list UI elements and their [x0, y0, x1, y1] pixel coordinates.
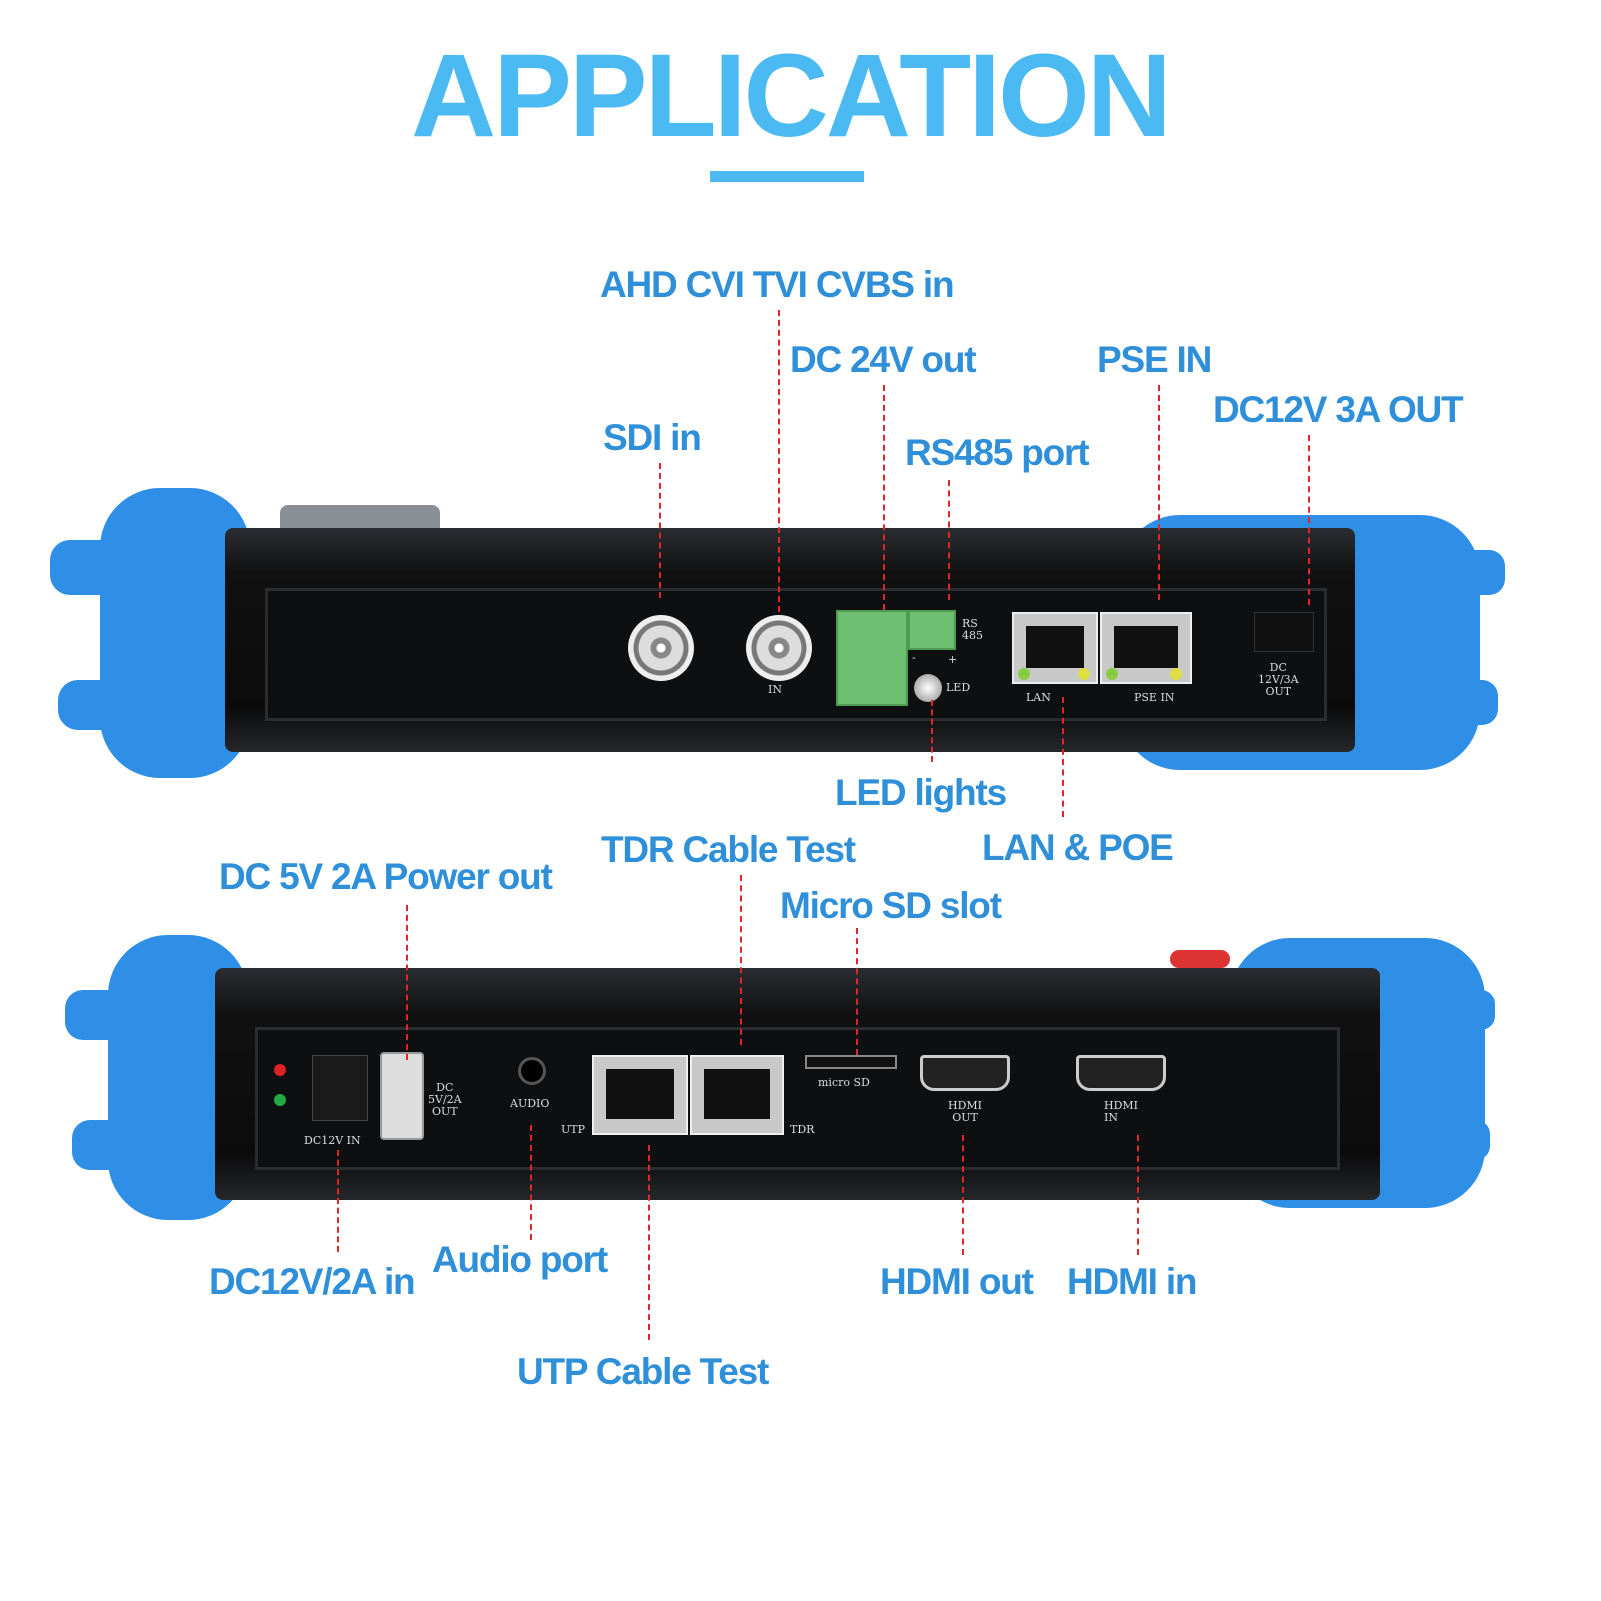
port-text: TDR [790, 1123, 815, 1136]
rs-text: RS [962, 617, 978, 630]
hdmi-text: HDMI [1104, 1099, 1139, 1112]
utp-port[interactable] [592, 1055, 688, 1135]
leader-line [962, 1135, 964, 1255]
leader-line [648, 1145, 650, 1340]
label-sdi-in: SDI in [603, 417, 702, 458]
label-hdmi-out: HDMI out [880, 1261, 1034, 1302]
port-text: PSE IN [1134, 691, 1175, 704]
label-utp-cable-test: UTP Cable Test [517, 1351, 769, 1392]
red-indicator [274, 1064, 286, 1076]
leader-line [659, 463, 661, 598]
sdi-bnc-port[interactable] [628, 615, 694, 681]
hdmi-in-port[interactable] [1076, 1055, 1166, 1091]
dc12v-in-jack[interactable] [312, 1055, 368, 1121]
label-ahd-cvi-tvi-cvbs-in: AHD CVI TVI CVBS in [600, 264, 955, 305]
port-panel [255, 1027, 1340, 1170]
leader-line [883, 385, 885, 610]
power-button[interactable] [1170, 950, 1230, 968]
port-text: - [912, 651, 916, 664]
485-text: 485 [962, 629, 983, 642]
leader-line [778, 310, 780, 612]
dc12v-out-jack[interactable] [1254, 612, 1314, 652]
port-text: + [948, 653, 958, 666]
port-text: UTP [561, 1123, 586, 1136]
port-text: micro SD [818, 1076, 870, 1089]
out-text: OUT [1265, 685, 1292, 698]
leader-line [1062, 697, 1064, 817]
leader-line [1308, 435, 1310, 605]
leader-line [948, 480, 950, 600]
label-audio-port: Audio port [432, 1239, 608, 1280]
label-dc12v-3a-out: DC12V 3A OUT [1213, 389, 1464, 430]
leader-line [1158, 385, 1160, 600]
label-micro-sd-slot: Micro SD slot [780, 885, 1002, 926]
audio-jack[interactable] [518, 1057, 546, 1085]
port-text: IN [768, 683, 782, 696]
dc-text: DC [436, 1081, 454, 1094]
label-led-lights: LED lights [835, 772, 1007, 813]
leader-line [1137, 1135, 1139, 1255]
title-underline [710, 171, 864, 182]
label-tdr-cable-test: TDR Cable Test [601, 829, 856, 870]
dcv-text: 12V/3A [1258, 673, 1299, 686]
label-dc-5v-power-out: DC 5V 2A Power out [219, 856, 553, 897]
leader-line [530, 1125, 532, 1240]
page-title: APPLICATION [410, 30, 1172, 162]
leader-line [931, 700, 933, 762]
leader-line [856, 928, 858, 1055]
label-dc12v-2a-in: DC12V/2A in [209, 1261, 416, 1302]
leader-line [337, 1150, 339, 1252]
leader-line [740, 875, 742, 1045]
label-rs485-port: RS485 port [905, 432, 1090, 473]
dc-text: DC [1269, 661, 1287, 674]
green-indicator [274, 1094, 286, 1106]
rs485-terminal[interactable] [908, 610, 956, 650]
out-text: OUT [431, 1105, 458, 1118]
port-led [1078, 668, 1090, 680]
port-led [1170, 668, 1182, 680]
usb-port[interactable] [380, 1052, 424, 1140]
led-light [914, 674, 942, 702]
label-hdmi-in: HDMI in [1067, 1261, 1198, 1302]
micro-sd-slot[interactable] [805, 1055, 897, 1069]
hdmi-out-port[interactable] [920, 1055, 1010, 1091]
label-dc-24v-out: DC 24V out [790, 339, 977, 380]
label-pse-in: PSE IN [1097, 339, 1212, 380]
port-text: LAN [1026, 691, 1051, 704]
port-text: DC12V IN [304, 1134, 361, 1147]
dc24v-terminal-block[interactable] [836, 610, 908, 706]
out-text: OUT [952, 1111, 978, 1124]
in-text: IN [1104, 1111, 1118, 1124]
hdmi-text: HDMI [948, 1099, 983, 1112]
port-text: LED [946, 681, 971, 694]
leader-line [406, 905, 408, 1060]
port-led [1106, 668, 1118, 680]
port-text: AUDIO [510, 1097, 550, 1110]
label-lan-poe: LAN & POE [982, 827, 1174, 868]
dc5-text: 5V/2A [428, 1093, 462, 1106]
cvbs-bnc-port[interactable] [746, 615, 812, 681]
port-led [1018, 668, 1030, 680]
tdr-port[interactable] [690, 1055, 784, 1135]
